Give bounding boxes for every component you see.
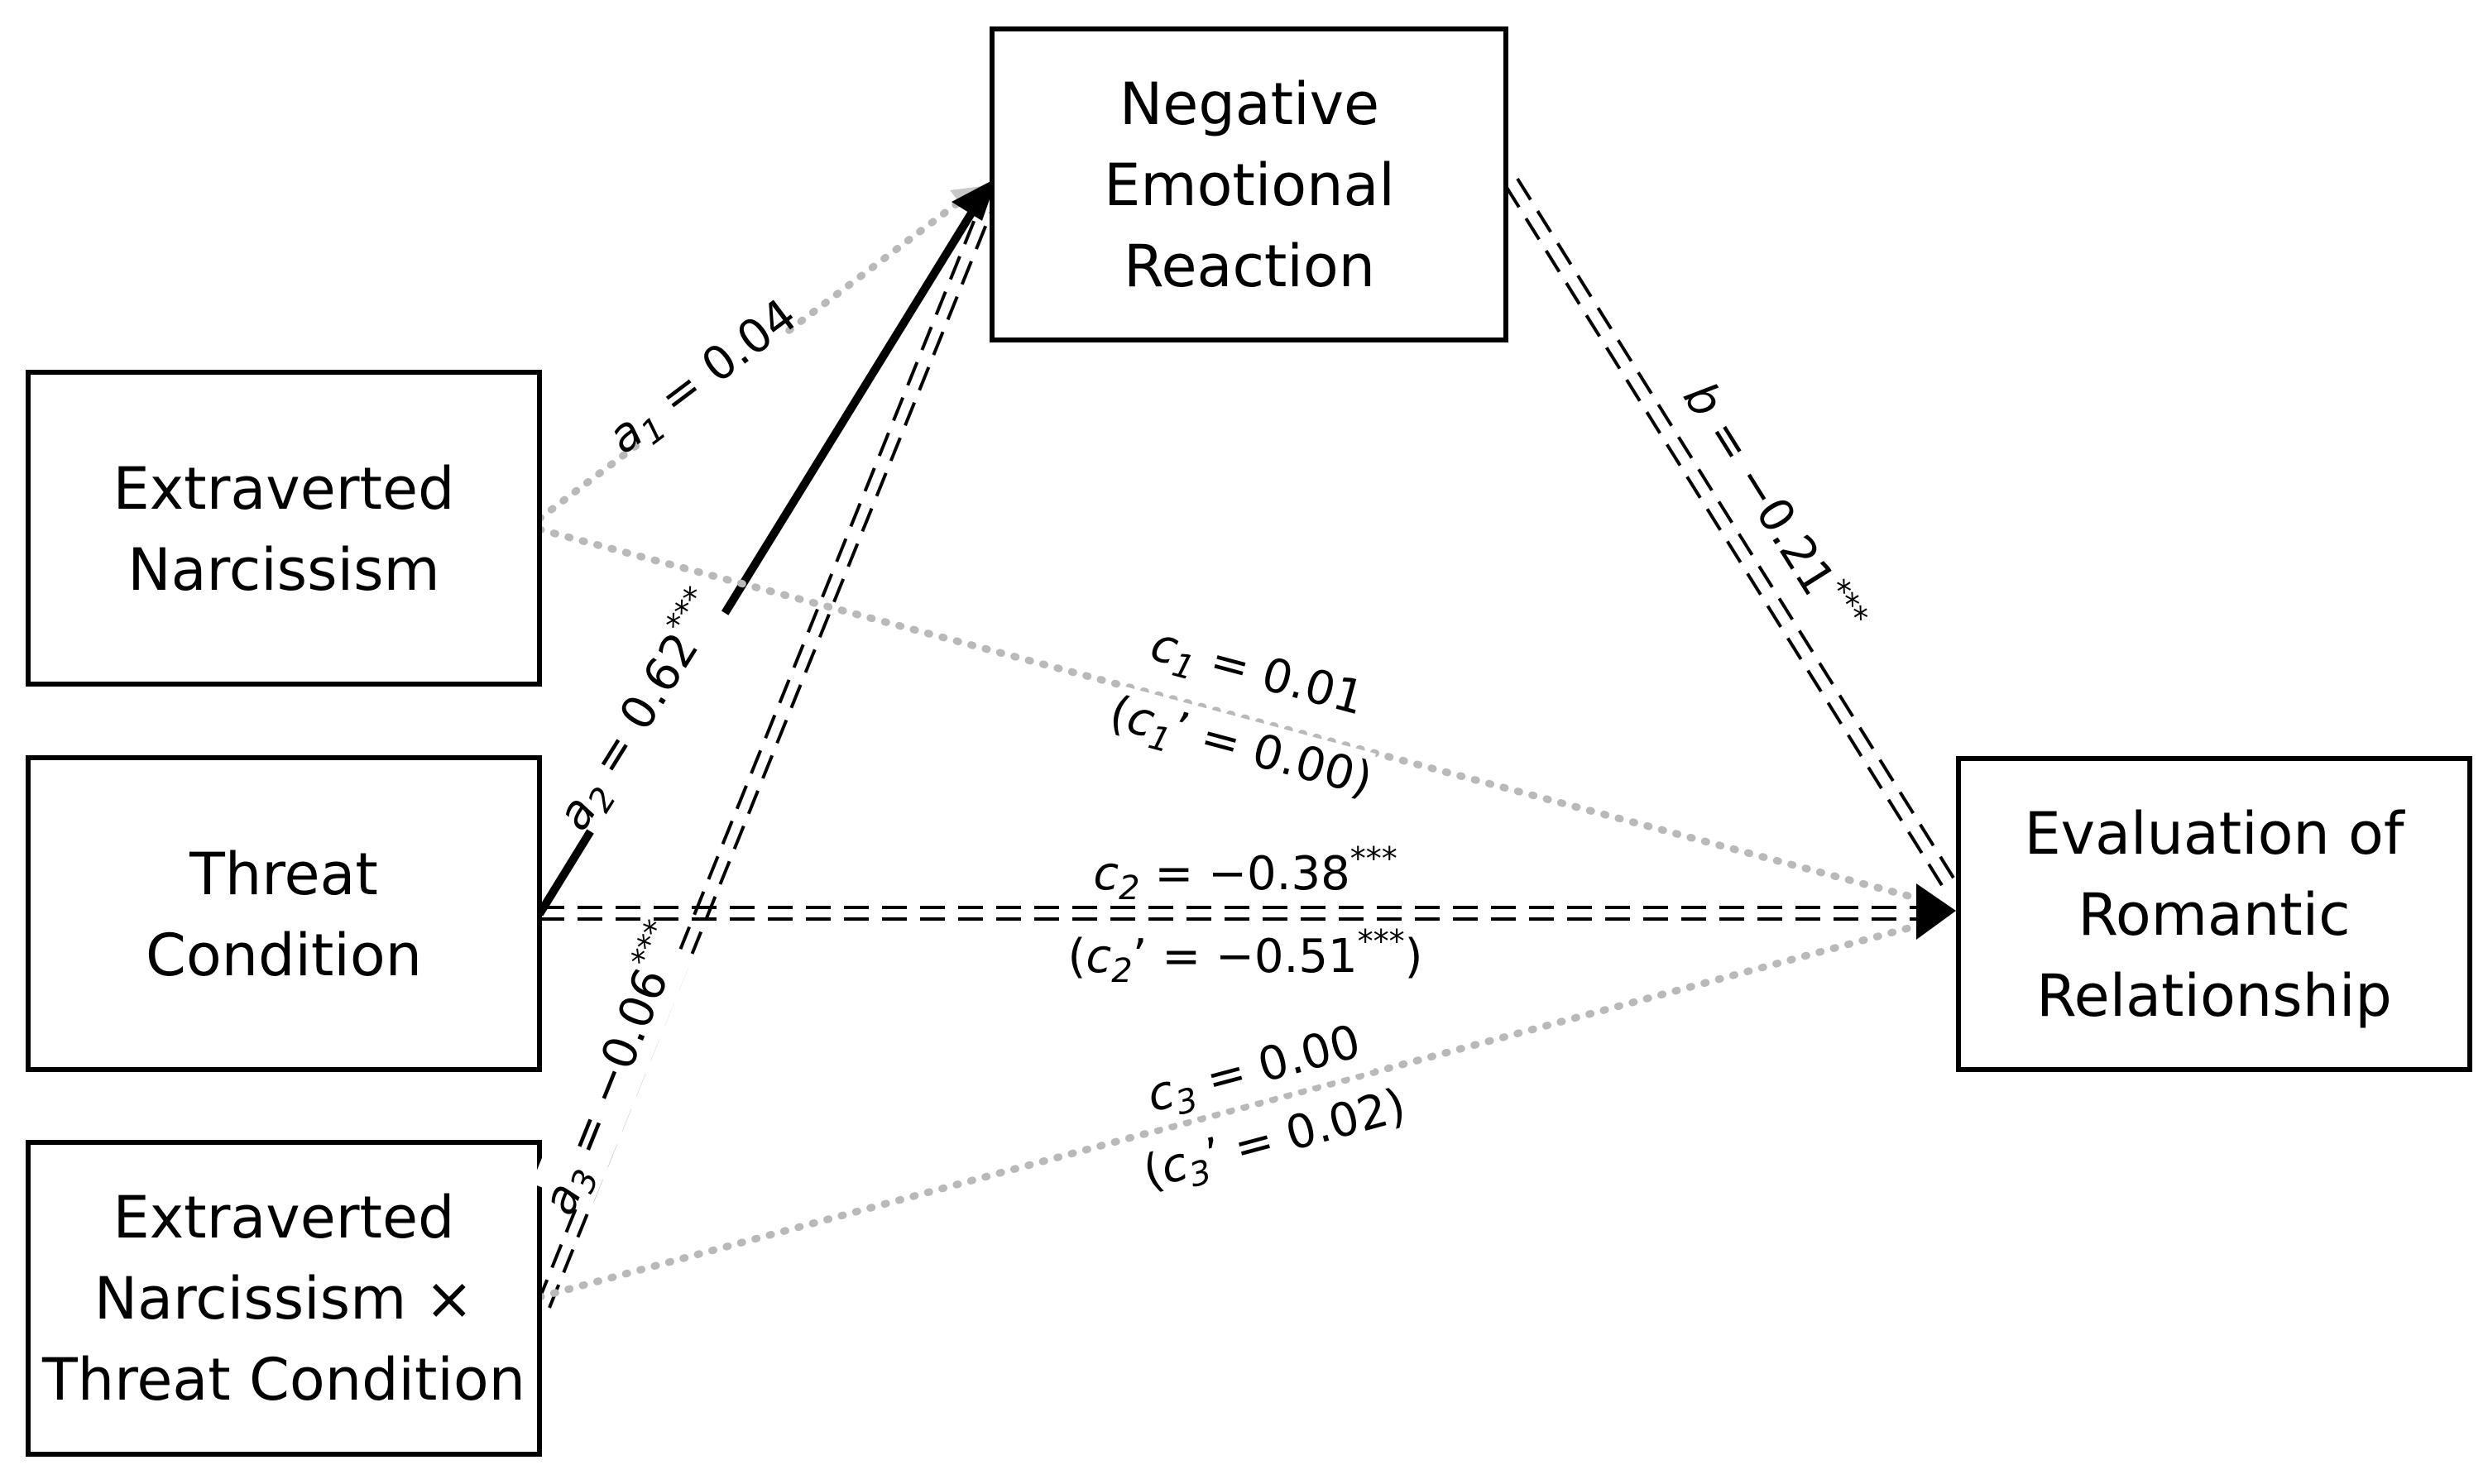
node-threat-condition: Threat Condition bbox=[26, 755, 542, 1072]
node-line: Relationship bbox=[2036, 962, 2392, 1030]
path-b-line-1 bbox=[1504, 184, 1946, 891]
label-b: b = −0.21*** bbox=[1672, 370, 1876, 645]
label-a2: a2 = 0.62*** bbox=[543, 580, 735, 840]
node-line: Reaction bbox=[1124, 232, 1375, 300]
node-line: Romantic bbox=[2078, 881, 2350, 949]
node-line: Negative bbox=[1119, 70, 1379, 138]
label-c2: c2 = −0.38*** bbox=[1093, 840, 1397, 907]
node-line: Extraverted bbox=[113, 455, 455, 523]
path-c1-arrow bbox=[535, 525, 1940, 907]
label-b-text: b = −0.21*** bbox=[1672, 370, 1876, 645]
label-c2-prime-text: (c2’ = −0.51***) bbox=[1068, 923, 1423, 990]
label-a3: a3 = −0.06*** bbox=[531, 915, 694, 1222]
node-line: Threat bbox=[189, 840, 378, 908]
node-evaluation: Evaluation of Romantic Relationship bbox=[1956, 756, 2472, 1072]
path-c3-arrow bbox=[535, 917, 1940, 1301]
evaluation-arrowhead bbox=[1916, 883, 1956, 940]
label-c2-text: c2 = −0.38*** bbox=[1093, 840, 1397, 907]
node-line: Emotional bbox=[1104, 151, 1395, 219]
path-a2-arrowhead bbox=[952, 178, 997, 221]
node-line: Threat Condition bbox=[41, 1346, 525, 1414]
node-line: Narcissism bbox=[127, 536, 439, 604]
node-interaction: Extraverted Narcissism × Threat Conditio… bbox=[26, 1140, 542, 1457]
path-b-line-2 bbox=[1516, 177, 1958, 883]
label-a1: a1 = 0.04 bbox=[598, 289, 811, 470]
label-c2-prime: (c2’ = −0.51***) bbox=[1063, 923, 1427, 990]
node-extraverted-narcissism: Extraverted Narcissism bbox=[26, 370, 542, 687]
node-line: Condition bbox=[146, 922, 422, 989]
node-line: Narcissism × bbox=[94, 1265, 473, 1333]
node-negative-emotional-reaction: Negative Emotional Reaction bbox=[990, 26, 1508, 342]
label-a1-text: a1 = 0.04 bbox=[598, 289, 811, 470]
node-line: Extraverted bbox=[113, 1184, 455, 1252]
node-line: Evaluation of bbox=[2024, 800, 2404, 868]
